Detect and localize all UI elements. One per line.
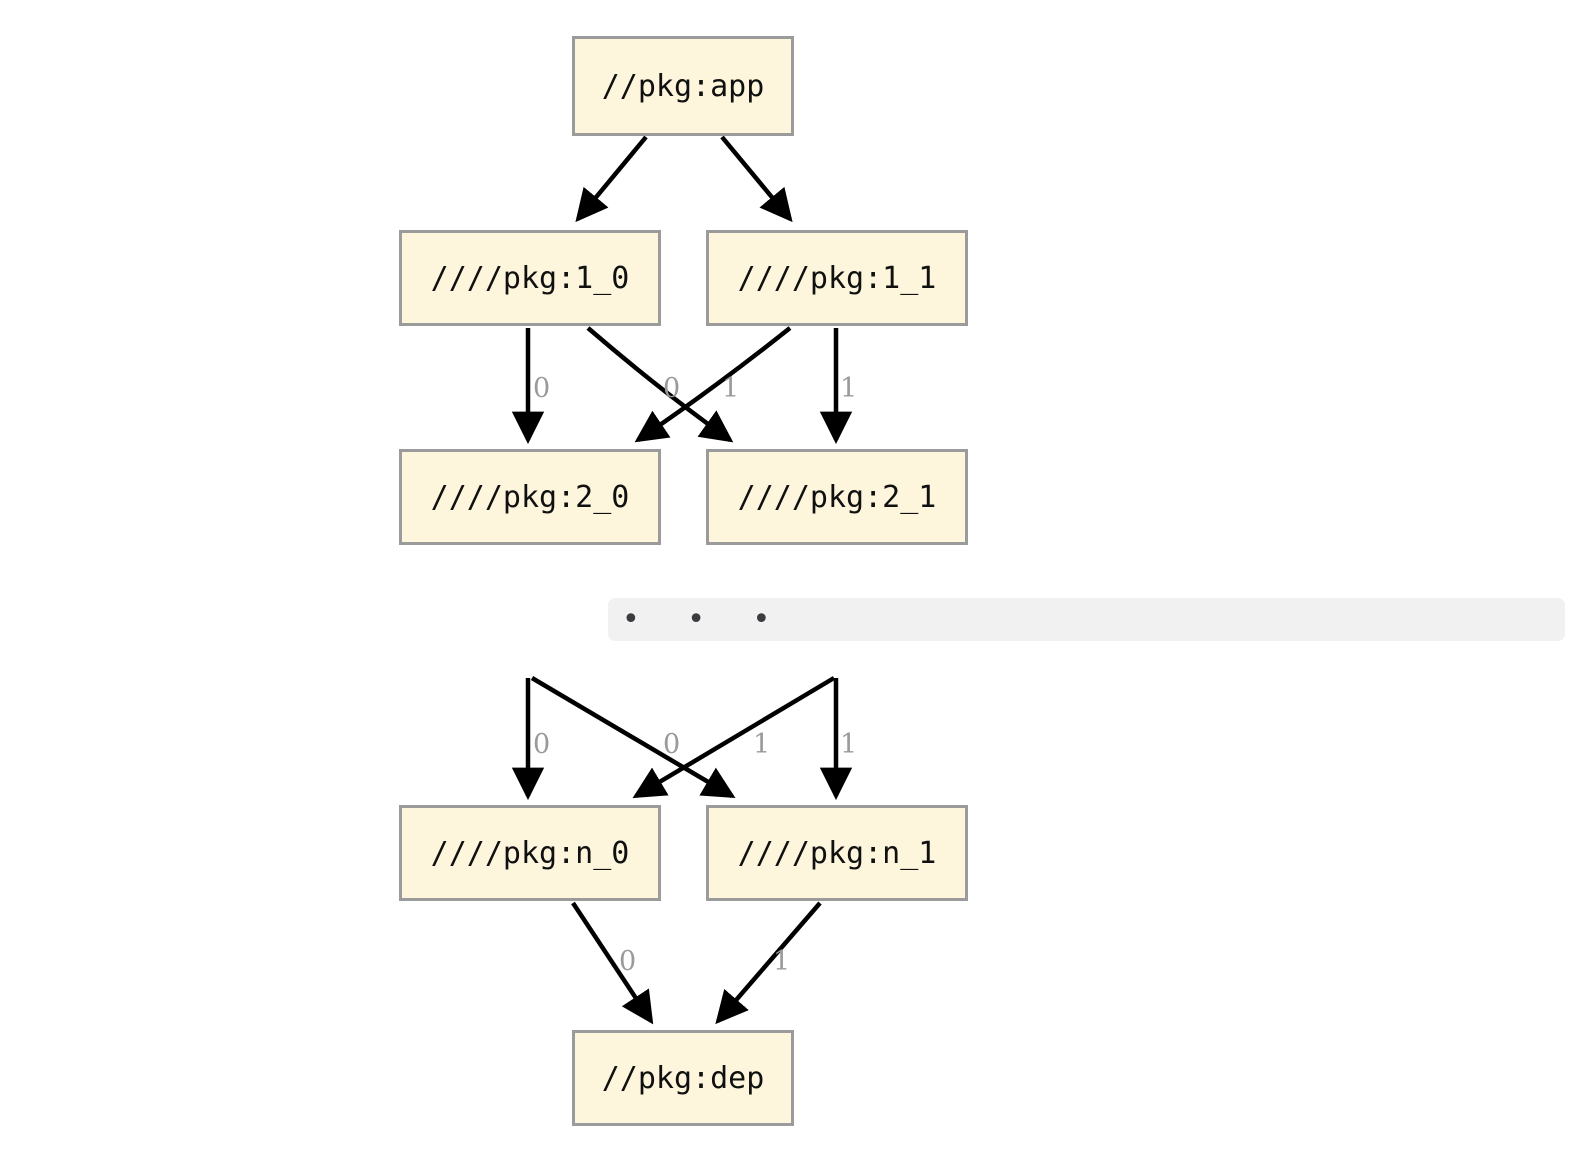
node-pkg-2_1[interactable]: ////pkg:2_1: [706, 449, 968, 545]
ellipsis-dots: • • •: [622, 602, 790, 637]
node-pkg-n_1[interactable]: ////pkg:n_1: [706, 805, 968, 901]
edge-1_0-to-2_1: [586, 326, 734, 443]
elided-levels-band: • • •: [608, 598, 1565, 641]
node-label: ////pkg:2_0: [430, 479, 630, 515]
node-label: ////pkg:1_1: [737, 260, 937, 296]
node-pkg-dep[interactable]: //pkg:dep: [572, 1030, 794, 1126]
edge-label-n_1-to-dep: 1: [773, 946, 791, 977]
node-label: ////pkg:n_1: [737, 835, 937, 871]
edge-label-elided-to-n_1-b: 1: [840, 729, 858, 760]
node-label: ////pkg:2_1: [737, 479, 937, 515]
edge-app-to-1_1: [720, 135, 793, 223]
edge-elided-to-n_0-b: [632, 676, 836, 799]
edge-label-1_1-to-2_1: 1: [840, 373, 858, 404]
edge-label-1_0-to-2_0: 0: [533, 373, 551, 404]
edge-label-elided-to-n_1-a: 0: [663, 729, 681, 760]
node-label: //pkg:app: [601, 68, 765, 104]
edge-label-elided-to-n_0-b: 1: [753, 729, 771, 760]
edge-label-n_0-to-dep: 0: [619, 946, 637, 977]
node-pkg-1_0[interactable]: ////pkg:1_0: [399, 230, 661, 326]
edge-1_1-to-2_0: [634, 326, 792, 443]
edge-label-1_1-to-2_0: 1: [722, 373, 740, 404]
node-pkg-2_0[interactable]: ////pkg:2_0: [399, 449, 661, 545]
node-label: ////pkg:n_0: [430, 835, 630, 871]
edge-label-elided-to-n_0-a: 0: [533, 729, 551, 760]
node-pkg-app[interactable]: //pkg:app: [572, 36, 794, 136]
node-label: ////pkg:1_0: [430, 260, 630, 296]
edge-n_0-to-dep: [571, 901, 654, 1025]
node-pkg-1_1[interactable]: ////pkg:1_1: [706, 230, 968, 326]
node-pkg-n_0[interactable]: ////pkg:n_0: [399, 805, 661, 901]
edge-app-to-1_0: [575, 135, 648, 223]
edge-elided-to-n_1-a: [530, 676, 736, 799]
edge-n_1-to-dep: [715, 901, 822, 1025]
node-label: //pkg:dep: [601, 1060, 765, 1096]
edge-label-1_0-to-2_1: 0: [663, 373, 681, 404]
